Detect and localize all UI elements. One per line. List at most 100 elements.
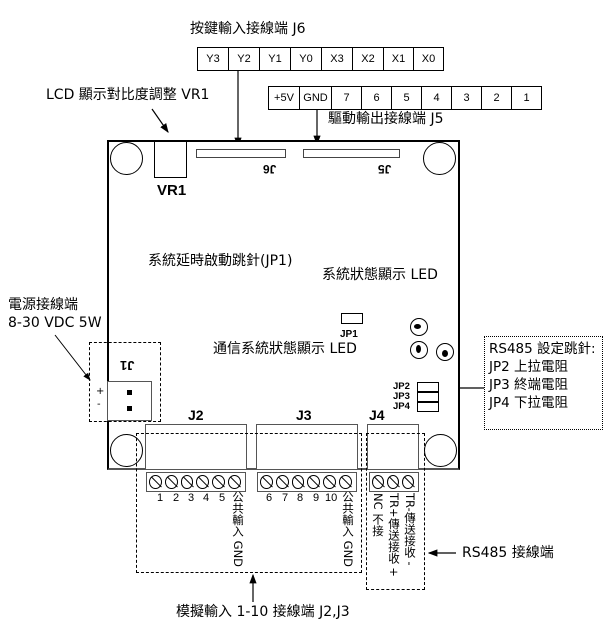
comm-led-description: 通信系統狀態顯示 LED [213, 341, 357, 357]
j4-tr-plus-label: TR+傳送接收 + [387, 493, 401, 577]
j1-label: J1 [120, 358, 135, 373]
j2-label: J2 [188, 407, 204, 423]
j3-housing [256, 424, 358, 470]
j4-label: J4 [369, 407, 385, 423]
vr1-label: VR1 [157, 182, 187, 199]
mounting-hole-top-left [110, 142, 143, 175]
screw-icon [291, 475, 305, 489]
system-led-description: 系統狀態顯示 LED [322, 267, 438, 283]
rs485-terminal-outline [366, 433, 425, 590]
j5-pin: 2 [482, 87, 512, 109]
mounting-hole-bottom-left [110, 434, 143, 467]
jp2-jumper [417, 382, 439, 392]
jp1-jumper [341, 313, 363, 324]
j2-common-gnd: 公共輸入 GND [231, 491, 245, 568]
power-leader [54, 334, 91, 381]
vr1-leader [151, 108, 169, 133]
j3-terminal-number: 8 [297, 492, 304, 504]
mounting-hole-top-right [423, 142, 456, 175]
analog-terminal-outline [136, 433, 362, 573]
screw-icon [228, 475, 241, 489]
jp1-description: 系統延時啟動跳針(JP1) [148, 253, 293, 269]
jp3-jumper [417, 392, 439, 402]
j6-pin: X3 [322, 48, 353, 70]
j3-terminal-number: 10 [325, 492, 338, 504]
j2-terminal-number: 1 [157, 492, 164, 504]
j2-housing [145, 424, 247, 470]
screw-icon [180, 475, 194, 489]
j2-terminal-number: 3 [188, 492, 195, 504]
j5-pin: 4 [422, 87, 452, 109]
j6-pin: Y3 [198, 48, 229, 70]
screw-icon [339, 475, 352, 489]
screw-icon [196, 475, 210, 489]
vr1-description: LCD 顯示對比度調整 VR1 [46, 87, 210, 103]
j6-pin: Y0 [291, 48, 322, 70]
jp3-label: JP3 [393, 391, 410, 402]
j4-tr-minus-label: TR-傳送接收 - [403, 493, 417, 566]
j6-label: J6 [263, 162, 277, 176]
j3-terminal-number: 9 [313, 492, 320, 504]
screw-icon [402, 475, 414, 489]
screw-icon [212, 475, 226, 489]
j5-label: J5 [378, 162, 392, 176]
j6-pin: Y2 [229, 48, 260, 70]
jp1-label: JP1 [340, 329, 358, 340]
j2-terminal-number: 2 [173, 492, 180, 504]
j5-pin-table: +5V GND 7 6 5 4 3 2 1 [268, 86, 542, 110]
vr1-potentiometer [154, 140, 187, 178]
screw-icon [260, 475, 273, 489]
j3-terminal-number: 6 [266, 492, 273, 504]
screw-icon [387, 475, 399, 489]
j4-housing [367, 424, 419, 470]
rs485-terminal-description: RS485 接線端 [462, 545, 554, 561]
j6-pin: X0 [421, 53, 436, 65]
j2-terminal-number: 5 [219, 492, 226, 504]
j5-title: 驅動輸出接線端 J5 [328, 111, 444, 127]
j1-minus: - [97, 399, 101, 410]
rs485-setting-jp2: JP2 上拉電阻 [489, 359, 569, 375]
j5-pin: +5V [269, 87, 300, 109]
screw-icon [307, 475, 321, 489]
mounting-hole-bottom-right [424, 434, 457, 467]
j5-pin: 7 [332, 87, 362, 109]
j6-pin: X2 [353, 48, 384, 70]
j5-pin: GND [300, 87, 332, 109]
j6-pin: Y1 [260, 48, 291, 70]
power-spec: 8-30 VDC 5W [8, 315, 102, 331]
comm-led-2 [436, 343, 454, 361]
j3-terminal-number: 7 [282, 492, 289, 504]
jp4-jumper [417, 402, 439, 412]
screw-icon [275, 475, 289, 489]
j3-label: J3 [296, 407, 312, 423]
j2-terminal-number: 4 [203, 492, 210, 504]
j5-pin: 3 [452, 87, 482, 109]
j4-nc-label: NC 不接 [371, 493, 385, 537]
system-led [410, 318, 428, 336]
j1-connector [107, 381, 152, 421]
j4-screw-terminals [369, 472, 419, 492]
j1-plus: + [96, 386, 105, 397]
j6-header [196, 149, 286, 158]
rs485-settings-title: RS485 設定跳針: [489, 341, 596, 357]
j6-pin: X1 [384, 48, 414, 70]
jp2-label: JP2 [393, 381, 410, 392]
j5-header [303, 149, 400, 158]
j3-common-gnd: 公共輸入 GND [341, 491, 355, 568]
j6-pin-table: Y3 Y2 Y1 Y0 X3 X2 X1 X0 [197, 47, 444, 71]
screw-icon [323, 475, 337, 489]
j6-title: 按鍵輸入接線端 J6 [190, 21, 306, 37]
j3-screw-terminals [257, 472, 357, 492]
rs485-settings-box: RS485 設定跳針: JP2 上拉電阻 JP3 終端電阻 JP4 下拉電阻 [484, 336, 603, 430]
jp4-label: JP4 [393, 401, 410, 412]
power-terminal-outline [89, 342, 161, 422]
screw-icon [164, 475, 178, 489]
j2-screw-terminals [146, 472, 246, 492]
rs485-setting-jp3: JP3 終端電阻 [489, 377, 569, 393]
screw-icon [372, 475, 384, 489]
rs485-setting-jp4: JP4 下拉電阻 [489, 395, 569, 411]
j5-pin: 1 [523, 92, 530, 104]
comm-led-1 [410, 341, 428, 359]
analog-input-description: 模擬輸入 1-10 接線端 J2,J3 [176, 604, 350, 620]
power-title: 電源接線端 [8, 297, 78, 313]
